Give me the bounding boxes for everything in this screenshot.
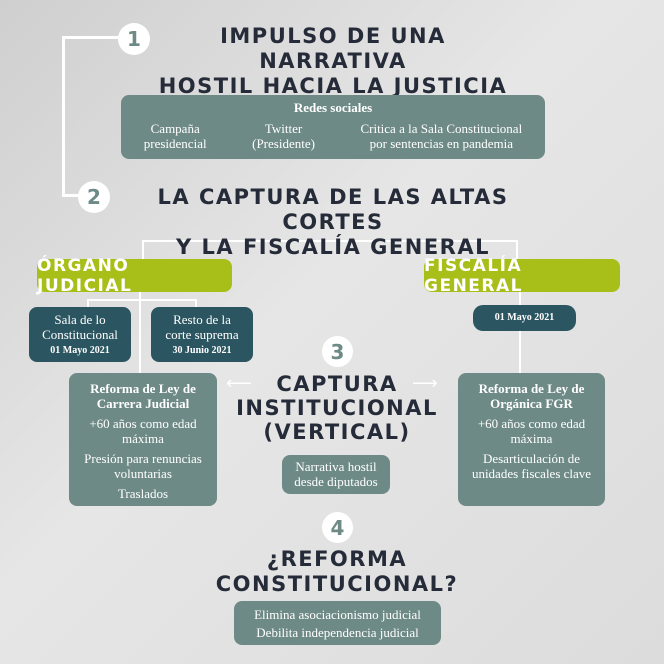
connector bbox=[62, 36, 122, 39]
step-1-title: IMPULSO DE UNA NARRATIVA HOSTIL HACIA LA… bbox=[150, 24, 516, 99]
title-line: Y LA FISCALÍA GENERAL bbox=[176, 235, 490, 259]
title-line: IMPULSO DE UNA NARRATIVA bbox=[220, 24, 446, 73]
connector bbox=[519, 292, 521, 374]
title-line: LA CAPTURA DE LAS ALTAS CORTES bbox=[157, 185, 509, 234]
step-2-title: LA CAPTURA DE LAS ALTAS CORTES Y LA FISC… bbox=[110, 185, 556, 260]
step-3-number: 3 bbox=[322, 336, 353, 367]
reform-item: +60 años como edad máxima bbox=[89, 416, 197, 446]
step-1-number: 1 bbox=[118, 23, 150, 55]
date: 01 Mayo 2021 bbox=[50, 345, 110, 356]
reform-item: Traslados bbox=[117, 486, 169, 501]
organo-judicial-pill: ÓRGANO JUDICIAL bbox=[37, 256, 232, 296]
connector bbox=[516, 240, 518, 260]
connector bbox=[139, 292, 141, 374]
fiscalia-date-box: 01 Mayo 2021 bbox=[473, 305, 576, 331]
connector bbox=[195, 299, 197, 308]
connector bbox=[62, 194, 82, 197]
step-2-number: 2 bbox=[78, 181, 110, 213]
reform-item: Presión para renuncias voluntarias bbox=[84, 451, 202, 481]
arrow-right-icon: ⟶ bbox=[412, 373, 438, 393]
reforma-constitucional-box: Elimina asociacionismo judicial Debilita… bbox=[234, 601, 441, 645]
reform-item: Debilita independencia judicial bbox=[256, 625, 419, 640]
redes-item: Twitter(Presidente) bbox=[252, 121, 315, 151]
connector bbox=[62, 36, 65, 196]
reform-item: +60 años como edad máxima bbox=[477, 416, 586, 446]
connector bbox=[87, 299, 197, 301]
date: 30 Junio 2021 bbox=[172, 345, 232, 356]
step-4-number: 4 bbox=[322, 512, 353, 543]
arrow-left-icon: ⟵ bbox=[226, 373, 252, 393]
connector bbox=[142, 240, 518, 242]
reform-item: Desarticulación de unidades fiscales cla… bbox=[471, 451, 592, 481]
reform-item: Elimina asociacionismo judicial bbox=[254, 607, 421, 622]
fiscalia-general-pill: FISCALÍA GENERAL bbox=[424, 256, 620, 296]
connector bbox=[87, 299, 89, 308]
title-line: HOSTIL HACIA LA JUSTICIA bbox=[158, 74, 508, 98]
redes-title: Redes sociales bbox=[293, 100, 373, 115]
connector bbox=[142, 240, 144, 260]
